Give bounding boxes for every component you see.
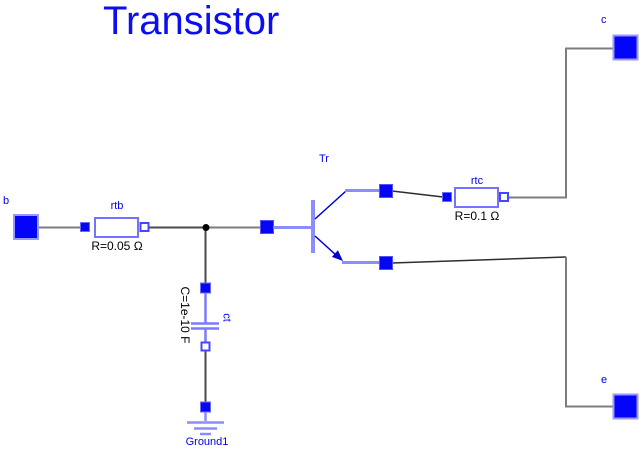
rtb-value: R=0.05 Ω — [91, 239, 143, 253]
rtc-label: rtc — [470, 175, 484, 187]
ground1-icon[interactable] — [187, 401, 224, 436]
pin-c-label: c — [601, 14, 607, 26]
tr-collector-terminal — [379, 184, 393, 198]
pin-c[interactable] — [612, 34, 639, 61]
pin-b[interactable] — [13, 214, 39, 240]
resistor-rtb-icon[interactable] — [80, 217, 150, 238]
rtc-value: R=0.1 Ω — [454, 209, 500, 223]
diagram-title: Transistor — [103, 0, 280, 43]
ct-bottom-terminal — [200, 341, 211, 352]
rtb-body — [94, 217, 139, 238]
tr-collector-diagonal — [314, 190, 347, 220]
tr-base-terminal — [260, 220, 274, 234]
wire-collector-to-rtc[interactable] — [391, 190, 444, 198]
pin-e-label: e — [601, 374, 608, 386]
tr-emitter-arrowhead — [331, 250, 343, 261]
ground1-label: Ground1 — [185, 436, 229, 448]
capacitor-ct-icon[interactable] — [191, 282, 219, 352]
ct-top-terminal — [200, 282, 211, 294]
wires — [38, 47, 613, 408]
rtb-right-terminal — [139, 222, 150, 232]
ground1-terminal — [200, 401, 211, 413]
transistor-tr-icon[interactable] — [260, 184, 393, 270]
pin-b-label: b — [3, 195, 10, 207]
tr-emitter-diagonal — [314, 235, 337, 256]
pin-e[interactable] — [612, 393, 639, 420]
resistor-rtc-icon[interactable] — [442, 187, 509, 208]
wire-rtc-to-pin-c[interactable] — [509, 47, 613, 199]
ct-value: C=1e-10 F — [178, 286, 192, 344]
rtc-left-terminal — [442, 192, 452, 202]
tr-emitter-terminal — [379, 256, 393, 270]
rtc-right-terminal — [499, 192, 509, 202]
wire-emitter-sloped[interactable] — [391, 256, 567, 264]
rtb-label: rtb — [110, 200, 124, 212]
rtc-body — [454, 187, 499, 208]
rtb-left-terminal — [80, 222, 90, 232]
wire-emitter-to-pin-e[interactable] — [565, 257, 613, 408]
ct-label: ct — [220, 313, 233, 322]
tr-label: Tr — [319, 153, 329, 165]
junction-dot — [202, 224, 210, 231]
